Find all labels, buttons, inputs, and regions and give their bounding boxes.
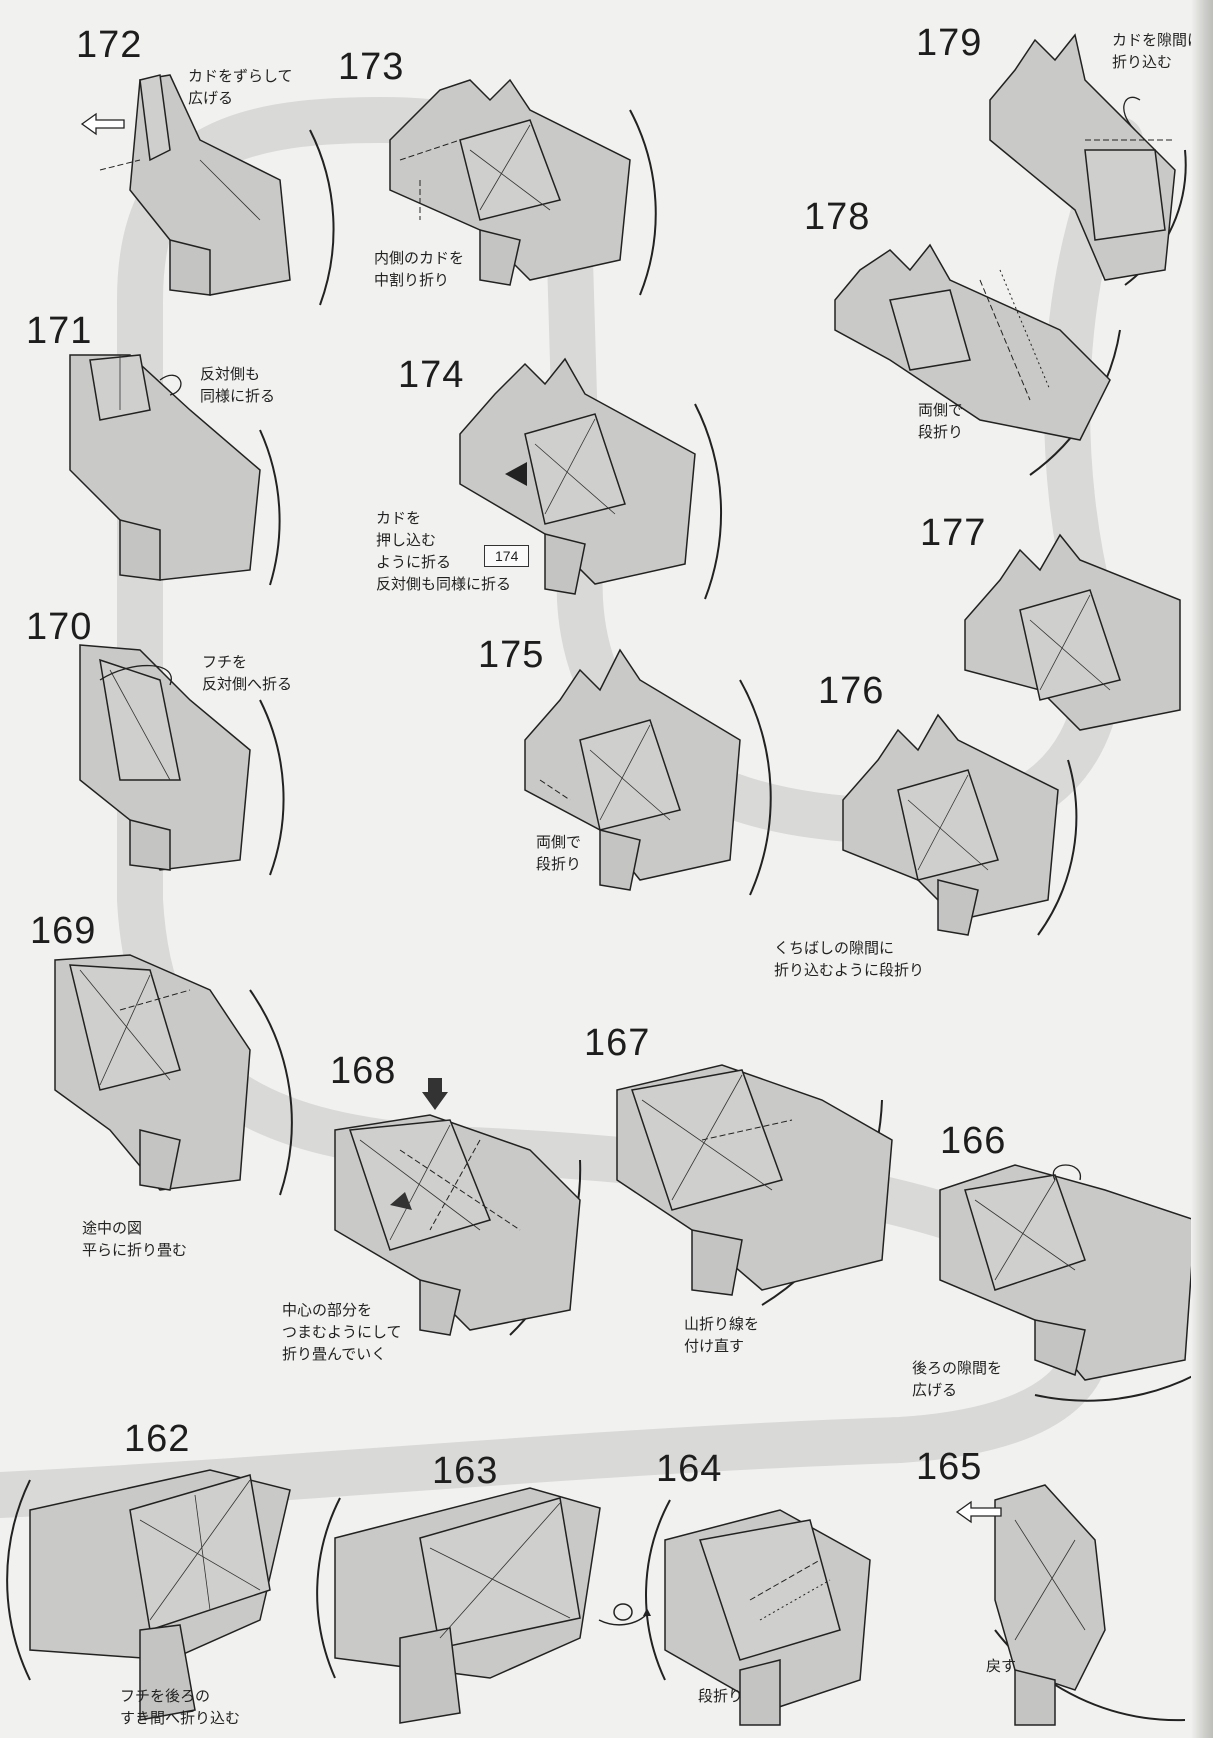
step-instruction-line: ように折る bbox=[376, 552, 451, 572]
step-instruction-line: 後ろの隙間を bbox=[912, 1358, 1002, 1378]
step-diagram bbox=[50, 950, 290, 1200]
step-instruction-line: 段折り bbox=[918, 422, 963, 442]
page-edge-shadow bbox=[1191, 0, 1213, 1738]
step-diagram bbox=[838, 710, 1078, 940]
step-instruction-line: 段折り bbox=[698, 1686, 743, 1706]
step-number: 166 bbox=[940, 1120, 1006, 1163]
step-instruction-line: すき間へ折り込む bbox=[120, 1708, 240, 1728]
step-instruction-line: 戻す bbox=[986, 1656, 1016, 1676]
step-instruction-line: 広げる bbox=[188, 88, 233, 108]
step-instruction-line: 押し込む bbox=[376, 530, 436, 550]
step-instruction-line: くちばしの隙間に bbox=[774, 938, 894, 958]
step-instruction-line: 両側で bbox=[536, 832, 581, 852]
step-instruction-line: フチを後ろの bbox=[120, 1686, 210, 1706]
step-instruction-line: 内側のカドを bbox=[374, 248, 464, 268]
step-instruction-line: フチを bbox=[202, 652, 247, 672]
step-diagram bbox=[612, 1060, 902, 1310]
step-instruction-line: 広げる bbox=[912, 1380, 957, 1400]
step-number: 176 bbox=[818, 670, 884, 713]
step-instruction-line: 山折り線を bbox=[684, 1314, 759, 1334]
step-instruction-line: カドを bbox=[376, 508, 421, 528]
step-instruction-line: カドを隙間に bbox=[1112, 30, 1202, 50]
step-179: 179 カドを隙間に 折り込む bbox=[0, 0, 1, 1]
step-instruction-line: 途中の図 bbox=[82, 1218, 142, 1238]
step-number: 168 bbox=[330, 1050, 396, 1093]
step-instruction-line: 段折り bbox=[536, 854, 581, 874]
step-reference-box: 174 bbox=[484, 545, 529, 567]
step-number: 179 bbox=[916, 22, 982, 65]
step-instruction-line: 中割り折り bbox=[374, 270, 449, 290]
step-number: 171 bbox=[26, 310, 92, 353]
step-instruction-line: 反対側も同様に折る bbox=[376, 574, 511, 594]
step-instruction-line: 折り畳んでいく bbox=[282, 1344, 386, 1364]
step-diagram bbox=[330, 1478, 630, 1728]
step-instruction-line: 折り込む bbox=[1112, 52, 1172, 72]
step-instruction-line: つまむようにして bbox=[282, 1322, 402, 1342]
step-instruction-line: カドをずらして bbox=[188, 66, 293, 86]
step-instruction-line: 折り込むように段折り bbox=[774, 960, 924, 980]
step-instruction-line: 平らに折り畳む bbox=[82, 1240, 187, 1260]
step-number: 169 bbox=[30, 910, 96, 953]
push-arrow-icon bbox=[420, 1076, 450, 1112]
pull-arrow-icon bbox=[955, 1500, 1005, 1524]
step-instruction-line: 同様に折る bbox=[200, 386, 275, 406]
pull-arrow-icon bbox=[80, 112, 126, 136]
step-number: 178 bbox=[804, 196, 870, 239]
step-diagram bbox=[660, 1480, 880, 1730]
step-diagram bbox=[960, 530, 1190, 740]
step-instruction-line: 付け直す bbox=[684, 1336, 744, 1356]
step-number: 167 bbox=[584, 1022, 650, 1065]
step-instruction-line: 中心の部分を bbox=[282, 1300, 372, 1320]
step-instruction-line: 反対側も bbox=[200, 364, 260, 384]
step-number: 172 bbox=[76, 24, 142, 67]
step-instruction-line: 両側で bbox=[918, 400, 963, 420]
step-instruction-line: 反対側へ折る bbox=[202, 674, 292, 694]
